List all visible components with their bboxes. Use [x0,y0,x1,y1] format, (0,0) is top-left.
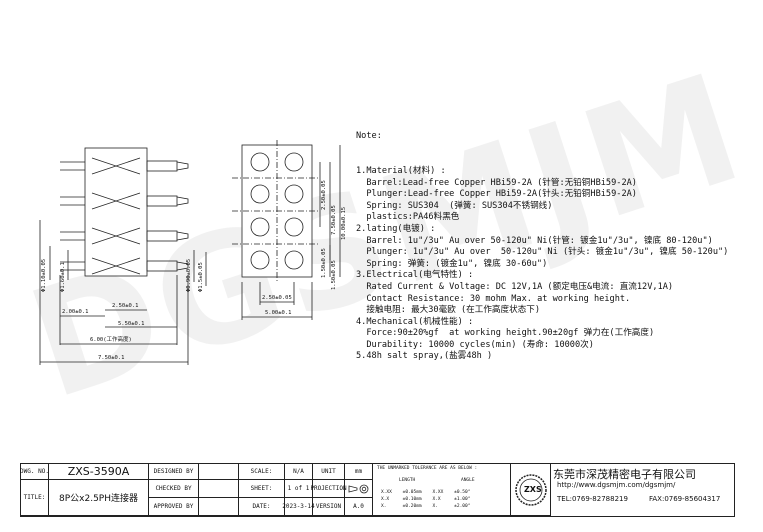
unit-value: mm [345,464,373,480]
note-line: 4.Mechanical(机械性能) : [356,316,474,327]
note-line: Contact Resistance: 30 mohm Max. at work… [356,293,631,304]
projection-icon [345,480,373,498]
scale-label: SCALE: [239,464,285,480]
dim-1-50-bottom: 1.50±0.05 [331,260,337,290]
note-line: Force:90±20%gf at working height.90±20gf… [356,328,655,339]
company-name: 东莞市深茂精密电子有限公司 [553,468,696,481]
note-line: Plunger:Lead-free Copper HBi59-2A(针头:无铅铜… [356,189,637,200]
checked-by-value [199,480,239,498]
approved-by-label: APPROVED BY [149,498,199,516]
version-label: VERSION [313,498,345,516]
date-value: 2023-3-14 [282,498,315,516]
note-line: 1.Material(材料) : [356,165,446,176]
designed-by-label: DESIGNED BY [149,464,199,480]
sheet-label: SHEET: [239,480,285,498]
notes: Note: 1.Material(材料) : Barrel:Lead-free … [356,108,728,386]
pin-row-3 [60,227,189,245]
approved-by-value [199,498,239,516]
tolerance-length-label: LENGTH [399,478,416,483]
title-value: 8P公x2.5PH连接器 [49,480,149,516]
date-label: DATE: [239,498,285,516]
logo-text: ZXS [524,485,542,494]
tolerance-row-2: X.X ±0.10mm X.X ±1.00° [381,497,471,502]
designed-by-value [199,464,239,480]
dim-phi-1-10: Φ1.10±0.05 [41,259,47,292]
note-line: Rated Current & Voltage: DC 12V,1A (额定电压… [356,281,674,292]
dim-phi-0-90: Φ0.90±0.05 [186,259,192,292]
scale-value: N/A [285,464,313,480]
checked-by-label: CHECKED BY [149,480,199,498]
unit-label: UNIT [313,464,345,480]
notes-lines: 1.Material(材料) : Barrel:Lead-free Copper… [356,166,728,363]
company-fax: FAX:0769-85604317 [649,495,721,503]
note-line: 5.48h salt spray,(盐雾48h ) [356,351,493,362]
tolerance-row-1: X.XX ±0.05mm X.XX ±0.50° [381,490,471,495]
dim-7-50-vertical: 7.50±0.05 [331,205,337,235]
note-line: 接触电阻: 最大30毫欧 (在工作高度状态下) [356,305,541,316]
dim-5-50: 5.50±0.1 [118,321,145,327]
tolerance-box [373,464,511,516]
dim-2-00: 2.00±0.1 [62,309,89,315]
dim-1-50-top: 1.50±0.05 [321,248,327,278]
note-line: Spring: 弹簧: (镀金1u", 镍底 30-60u") [356,258,548,269]
side-housing [84,147,148,277]
tolerance-row-3: X. ±0.20mm X. ±2.00° [381,504,471,509]
note-line: Spring: SUS304 (弹簧: SUS304不锈钢线) [356,200,553,211]
dim-2-50-vertical: 2.50±0.05 [321,180,327,210]
dwg-no: ZXS-3590A [49,464,149,480]
dim-pitch-2-50: 2.50±0.05 [262,295,292,301]
projection-label: PROJECTION [310,480,347,498]
pin-row-1 [60,157,189,175]
note-line: Barrel:Lead-free Copper HBi59-2A (针管:无铅铜… [356,177,637,188]
pin-row-2 [60,192,189,210]
dim-2-50: 2.50±0.1 [112,303,139,309]
tolerance-angle-label: ANGLE [461,478,475,483]
title-label: TITLE: [21,480,49,516]
note-line: plastics:PA46料黑色 [356,212,460,223]
pin-row-4 [60,257,189,275]
side-view [39,147,207,365]
company-url: http://www.dgsmjm.com/dgsmjm/ [557,481,676,489]
front-view [232,140,341,320]
dim-6-00-working-height: 6.00(工作高度) [90,335,132,343]
company-logo [511,464,551,516]
note-line: Plunger: 1u"/3u" Au over 50-120u" Ni (针头… [356,247,729,258]
note-line: 3.Electrical(电气特性) : [356,270,474,281]
dim-phi-1-60: Φ1.60±0.1 [60,262,66,292]
sheet-value: 1 of 1 [285,480,313,498]
tolerance-heading: THE UNMARKED TOLERANCE ARE AS BELOW : [377,466,478,471]
title-block: DWG. NO. ZXS-3590A DESIGNED BY SCALE: N/… [20,463,735,517]
notes-heading: Note: [356,131,382,142]
dim-width-5-00: 5.00±0.1 [265,310,292,316]
note-line: Durability: 10000 cycles(min) (寿命: 10000… [356,339,594,350]
dim-length-10-00: 10.00±0.15 [341,207,347,240]
dwg-no-label: DWG. NO. [20,464,49,480]
dim-7-50: 7.50±0.1 [98,355,125,361]
note-line: Barrel: 1u"/3u" Au over 50-120u" Ni(针管: … [356,235,713,246]
company-tel: TEL:0769-82788219 [557,495,628,503]
dim-phi-1-5: Φ1.5±0.05 [198,262,204,292]
version-value: A.0 [345,498,373,516]
note-line: 2.lating(电镀) : [356,223,436,234]
front-holes [250,152,304,270]
